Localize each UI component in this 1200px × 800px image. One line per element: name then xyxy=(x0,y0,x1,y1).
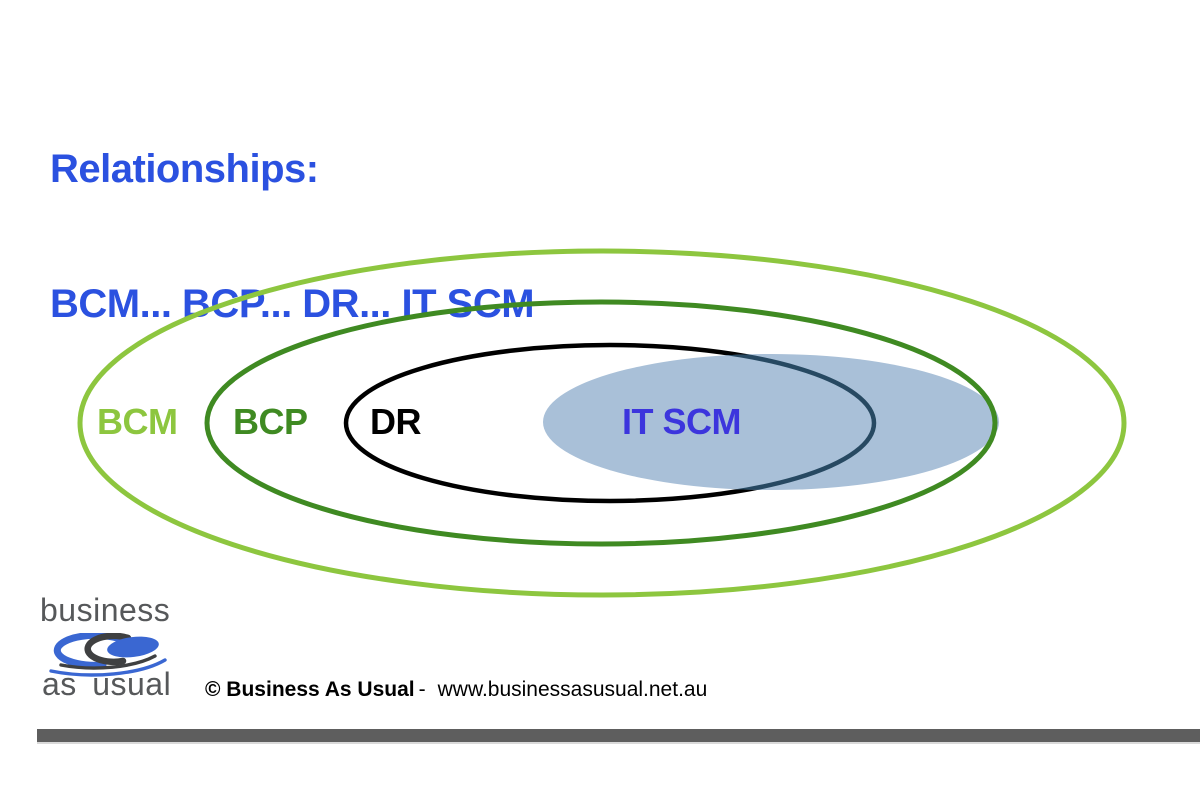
logo-wordmark-as-usual: as usual xyxy=(42,666,172,702)
dr-ellipse-overlap-arc xyxy=(543,354,877,490)
swoosh-blue-line xyxy=(49,658,167,677)
swoosh-gray-crescent xyxy=(84,633,132,666)
bcp-ellipse xyxy=(204,299,998,547)
swoosh-gray-line xyxy=(59,654,157,670)
dr-label: DR xyxy=(370,401,422,442)
copyright-separator: - xyxy=(418,678,426,701)
logo-wordmark-business: business xyxy=(40,592,171,628)
swoosh-blue-crescent xyxy=(53,633,121,669)
itscm-ellipse xyxy=(543,354,999,490)
bcp-label: BCP xyxy=(233,401,308,442)
bcm-ellipse xyxy=(77,248,1127,598)
business-as-usual-swoosh-icon xyxy=(49,633,167,677)
bottom-divider-bar xyxy=(37,729,1200,744)
copyright-line: © Business As Usual-www.businessasusual.… xyxy=(205,677,707,703)
bcm-label: BCM xyxy=(97,401,178,442)
website-url: www.businessasusual.net.au xyxy=(437,678,708,701)
itscm-label: IT SCM xyxy=(622,401,742,442)
slide-title-line1: Relationships: xyxy=(50,147,319,191)
copyright-text: © Business As Usual xyxy=(205,678,415,701)
swoosh-blue-ellipse xyxy=(107,636,159,658)
